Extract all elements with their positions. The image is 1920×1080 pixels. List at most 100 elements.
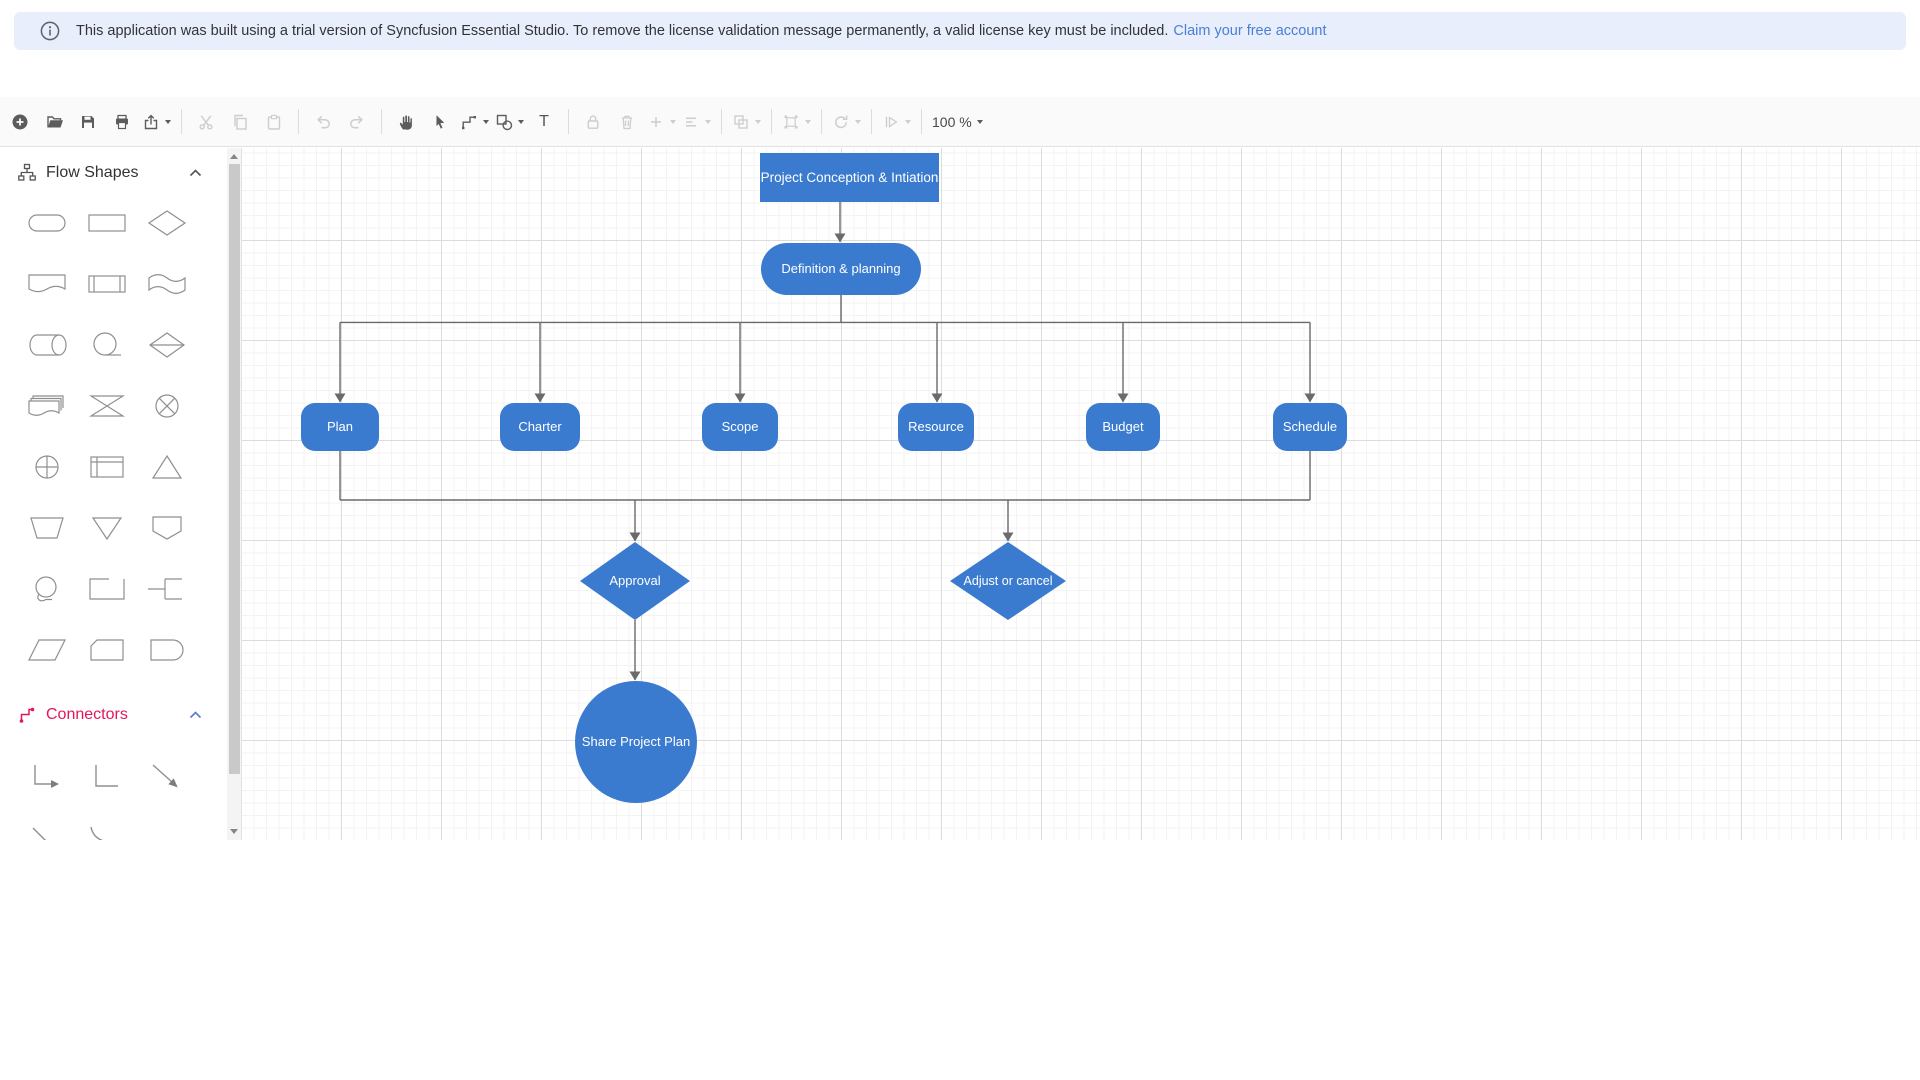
chevron-up-icon[interactable]: [188, 709, 203, 721]
shape-off-page-reference[interactable]: [144, 512, 190, 544]
shape-merge[interactable]: [84, 512, 130, 544]
redo-icon: [350, 115, 363, 129]
shape-sequential-data[interactable]: [84, 329, 130, 361]
toolbar-separator: [568, 109, 569, 134]
shape-delay[interactable]: [144, 634, 190, 666]
info-icon: [40, 21, 60, 41]
node-share-project-plan[interactable]: Share Project Plan: [575, 681, 697, 803]
diagram-canvas[interactable]: [241, 148, 1920, 840]
flow-shapes-header[interactable]: Flow Shapes: [0, 154, 227, 192]
shape-data[interactable]: [24, 634, 70, 666]
bring-forward-icon: [885, 115, 898, 128]
group-icon: [734, 114, 748, 129]
shape-display[interactable]: [24, 573, 70, 605]
shape-multi-document[interactable]: [24, 390, 70, 422]
shape-collate[interactable]: [84, 390, 130, 422]
align-lines-icon: [686, 117, 696, 126]
scroll-down-icon[interactable]: [230, 829, 238, 834]
connector-orthogonal-arrow[interactable]: [25, 759, 69, 803]
node-definition-planning[interactable]: Definition & planning: [761, 243, 921, 295]
open-button[interactable]: [38, 105, 70, 139]
node-project-conception[interactable]: Project Conception & Intiation: [760, 153, 939, 202]
license-message: This application was built using a trial…: [76, 23, 1169, 39]
node-charter[interactable]: Charter: [500, 403, 580, 451]
save-icon: [82, 115, 94, 128]
shape-decision[interactable]: [144, 207, 190, 239]
export-caret-icon: [165, 119, 171, 124]
lock-icon: [587, 114, 599, 129]
shape-document[interactable]: [24, 268, 70, 300]
insert-button[interactable]: [645, 105, 678, 139]
scrollbar-thumb[interactable]: [228, 164, 240, 774]
scissors-icon: [199, 114, 213, 130]
shapes-button[interactable]: [493, 105, 526, 139]
shape-manual-operation[interactable]: [24, 512, 70, 544]
new-icon: [12, 114, 28, 129]
zoom-level: 100 %: [932, 113, 972, 130]
shape-extract[interactable]: [144, 451, 190, 483]
toolbar-separator: [871, 109, 872, 134]
shape-card[interactable]: [84, 634, 130, 666]
redo-button[interactable]: [341, 105, 373, 139]
align-caret-icon: [705, 119, 711, 124]
shape-terminator[interactable]: [24, 207, 70, 239]
shape-summing-junction[interactable]: [24, 451, 70, 483]
text-tool-label: T: [539, 112, 549, 130]
group-caret-icon: [755, 119, 761, 124]
order-caret-icon: [905, 119, 911, 124]
pointer-button[interactable]: [424, 105, 456, 139]
cut-button[interactable]: [190, 105, 222, 139]
rotate-icon: [835, 115, 848, 128]
lock-button[interactable]: [577, 105, 609, 139]
text-tool-button[interactable]: T: [528, 105, 560, 139]
connector-straight-arrow[interactable]: [145, 759, 189, 803]
print-button[interactable]: [106, 105, 138, 139]
new-button[interactable]: [4, 105, 36, 139]
shape-internal-storage[interactable]: [84, 451, 130, 483]
node-resource[interactable]: Resource: [898, 403, 974, 451]
shape-direct-data[interactable]: [24, 329, 70, 361]
align-button[interactable]: [680, 105, 713, 139]
node-schedule[interactable]: Schedule: [1273, 403, 1347, 451]
plus-icon: [651, 116, 661, 127]
save-button[interactable]: [72, 105, 104, 139]
pan-button[interactable]: [390, 105, 422, 139]
frame-button[interactable]: [780, 105, 813, 139]
zoom-caret-icon: [976, 119, 983, 124]
group-button[interactable]: [730, 105, 763, 139]
connector-straight[interactable]: [25, 824, 69, 840]
node-plan[interactable]: Plan: [301, 403, 379, 451]
shape-loop-limit[interactable]: [144, 573, 190, 605]
shape-paper-tape[interactable]: [144, 268, 190, 300]
connector-icon: [462, 115, 476, 129]
delete-button[interactable]: [611, 105, 643, 139]
shape-sort[interactable]: [144, 329, 190, 361]
copy-button[interactable]: [224, 105, 256, 139]
shape-process[interactable]: [84, 207, 130, 239]
claim-account-link[interactable]: Claim your free account: [1173, 23, 1327, 39]
shape-predefined-process[interactable]: [84, 268, 130, 300]
node-scope[interactable]: Scope: [702, 403, 778, 451]
zoom-button[interactable]: 100 %: [930, 105, 985, 139]
shape-manual-input[interactable]: [84, 573, 130, 605]
toolbar-separator: [921, 109, 922, 134]
undo-button[interactable]: [307, 105, 339, 139]
frame-caret-icon: [805, 119, 811, 124]
connectors-header[interactable]: Connectors: [0, 696, 227, 734]
toolbar: T: [0, 97, 1920, 147]
scroll-up-icon[interactable]: [230, 154, 238, 159]
frame-icon: [784, 115, 798, 128]
rotate-button[interactable]: [830, 105, 863, 139]
print-icon: [116, 114, 128, 129]
export-button[interactable]: [140, 105, 173, 139]
connector-mode-button[interactable]: [458, 105, 491, 139]
connector-bezier[interactable]: [85, 824, 129, 840]
chevron-up-icon[interactable]: [188, 167, 203, 179]
palette-scrollbar[interactable]: [227, 148, 241, 840]
undo-icon: [317, 115, 330, 129]
order-button[interactable]: [880, 105, 913, 139]
shape-or[interactable]: [144, 390, 190, 422]
paste-button[interactable]: [258, 105, 290, 139]
node-budget[interactable]: Budget: [1086, 403, 1160, 451]
connector-orthogonal[interactable]: [85, 759, 129, 803]
